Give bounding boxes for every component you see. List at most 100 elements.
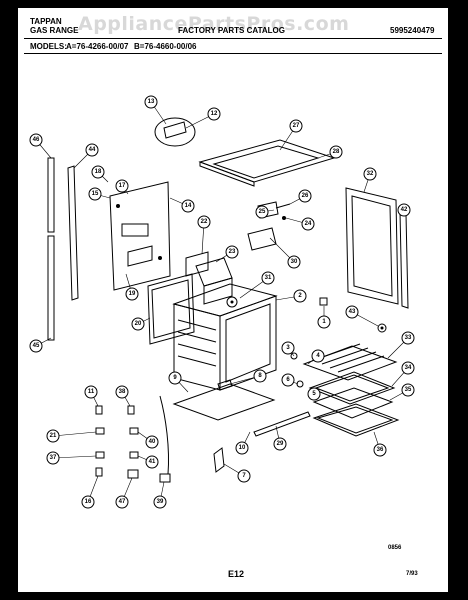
- svg-text:47: 47: [119, 499, 126, 505]
- svg-text:35: 35: [405, 387, 412, 393]
- callout-24: 24: [301, 217, 315, 231]
- svg-text:17: 17: [119, 183, 126, 189]
- svg-text:10: 10: [239, 445, 246, 451]
- svg-text:7: 7: [242, 473, 246, 479]
- callout-39: 39: [153, 495, 167, 509]
- callout-42: 42: [397, 203, 411, 217]
- callout-33: 33: [401, 331, 415, 345]
- callout-23: 23: [225, 245, 239, 259]
- oven-door: [345, 187, 399, 305]
- svg-text:2: 2: [298, 293, 302, 299]
- callout-46: 46: [29, 133, 43, 147]
- callout-20: 20: [131, 317, 145, 331]
- top-cover: [198, 139, 336, 187]
- callout-16: 16: [81, 495, 95, 509]
- callout-21: 21: [46, 429, 60, 443]
- svg-text:12: 12: [211, 111, 218, 117]
- callout-26: 26: [298, 189, 312, 203]
- bottom-panel: [172, 383, 276, 421]
- svg-text:5: 5: [312, 391, 316, 397]
- svg-text:23: 23: [229, 249, 236, 255]
- leader-line-37: [52, 455, 97, 459]
- callout-44: 44: [85, 143, 99, 157]
- page-number: E12: [228, 569, 245, 579]
- svg-text:28: 28: [333, 149, 340, 155]
- svg-text:43: 43: [349, 309, 356, 315]
- catalog-number: 5995240479: [390, 26, 435, 35]
- callout-17: 17: [115, 179, 129, 193]
- svg-text:37: 37: [50, 455, 57, 461]
- svg-text:38: 38: [119, 389, 126, 395]
- callout-5: 5: [307, 387, 321, 401]
- callout-22: 22: [197, 215, 211, 229]
- callout-1: 1: [317, 315, 331, 329]
- svg-text:30: 30: [291, 259, 298, 265]
- oven-knob: [377, 323, 387, 333]
- revision-date: 7/93: [406, 571, 418, 577]
- exploded-view-diagram: 1234567891011121314151617181920212223242…: [29, 95, 415, 509]
- svg-text:16: 16: [85, 499, 92, 505]
- svg-text:25: 25: [259, 209, 266, 215]
- svg-text:29: 29: [277, 441, 284, 447]
- callout-3: 3: [281, 341, 295, 355]
- rear-panel-frame: [147, 273, 195, 345]
- callout-7: 7: [237, 469, 251, 483]
- callout-13: 13: [144, 95, 158, 109]
- callout-40: 40: [145, 435, 159, 449]
- svg-text:14: 14: [185, 203, 192, 209]
- small-clip: [319, 297, 328, 306]
- svg-text:6: 6: [286, 377, 290, 383]
- callout-2: 2: [293, 289, 307, 303]
- callout-29: 29: [273, 437, 287, 451]
- callout-9: 9: [168, 371, 182, 385]
- catalog-title: FACTORY PARTS CATALOG: [178, 26, 285, 35]
- callout-12: 12: [207, 107, 221, 121]
- svg-text:27: 27: [293, 123, 300, 129]
- mounting-bracket: [247, 227, 277, 251]
- callout-38: 38: [115, 385, 129, 399]
- svg-text:34: 34: [405, 365, 412, 371]
- callout-27: 27: [289, 119, 303, 133]
- drawing-number: 0856: [388, 545, 402, 551]
- callout-45: 45: [29, 339, 43, 353]
- power-cord: [159, 395, 171, 483]
- svg-text:40: 40: [149, 439, 156, 445]
- svg-text:19: 19: [129, 291, 136, 297]
- callout-47: 47: [115, 495, 129, 509]
- door-handle-strip: [399, 211, 409, 309]
- callout-34: 34: [401, 361, 415, 375]
- svg-text:9: 9: [173, 375, 177, 381]
- callout-6: 6: [281, 373, 295, 387]
- svg-text:31: 31: [265, 275, 272, 281]
- callout-11: 11: [84, 385, 98, 399]
- svg-text:13: 13: [148, 99, 155, 105]
- broiler-pan: [308, 371, 396, 419]
- callout-31: 31: [261, 271, 275, 285]
- side-trim-strips: [47, 157, 79, 341]
- callout-30: 30: [287, 255, 301, 269]
- model-a: A=76-4266-00/07: [66, 42, 129, 51]
- svg-text:32: 32: [367, 171, 374, 177]
- svg-text:11: 11: [88, 389, 95, 395]
- callout-28: 28: [329, 145, 343, 159]
- watermark: AppliancePartsPros.com: [78, 13, 350, 35]
- header-rule: [24, 38, 442, 39]
- control-knob-bracket: [154, 117, 196, 147]
- svg-text:33: 33: [405, 335, 412, 341]
- callout-25: 25: [255, 205, 269, 219]
- svg-text:8: 8: [258, 373, 262, 379]
- callout-15: 15: [88, 187, 102, 201]
- models-rule: [24, 53, 442, 54]
- callout-14: 14: [181, 199, 195, 213]
- parts-catalog-sheet: AppliancePartsPros.com TAPPAN GAS RANGE …: [18, 8, 448, 592]
- svg-text:4: 4: [316, 353, 320, 359]
- leader-line-21: [52, 431, 97, 437]
- svg-text:15: 15: [92, 191, 99, 197]
- bracket-and-burner: [185, 251, 233, 305]
- callout-43: 43: [345, 305, 359, 319]
- small-parts-grid: [95, 405, 139, 479]
- callout-19: 19: [125, 287, 139, 301]
- svg-text:39: 39: [157, 499, 164, 505]
- svg-text:1: 1: [322, 319, 326, 325]
- svg-text:26: 26: [302, 193, 309, 199]
